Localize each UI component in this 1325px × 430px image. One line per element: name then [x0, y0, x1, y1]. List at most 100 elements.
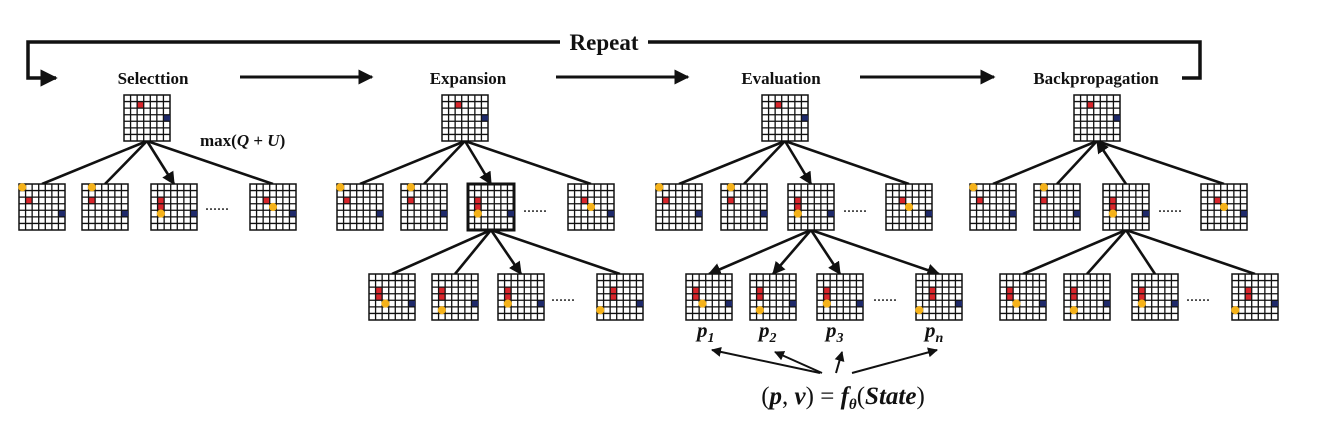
board-frame: [1231, 273, 1279, 321]
navy-stone: [289, 210, 296, 217]
expansion-child-board-2: [400, 183, 448, 231]
policy-label-2: p2: [757, 318, 777, 346]
navy-stone: [58, 210, 65, 217]
navy-stone: [725, 300, 732, 307]
red-stone: [823, 293, 831, 301]
red-stone: [474, 197, 482, 204]
evaluation-child-board-2: [720, 183, 768, 231]
board-gridlines: [1074, 95, 1120, 141]
stage-label-expansion: Expansion: [430, 69, 507, 88]
navy-stone: [856, 300, 863, 307]
stage-labels: Selecttion Expansion Evaluation Backprop…: [118, 69, 1160, 88]
policy-labels: p1 p2 p3 pn: [695, 318, 944, 346]
red-stone: [756, 293, 764, 301]
navy-stone: [440, 210, 447, 217]
board-gridlines: [750, 274, 796, 320]
backprop-grandchild-board-1: [999, 273, 1047, 321]
red-stone: [1070, 287, 1078, 294]
network-formula: (p, v) = fθ(State): [761, 383, 925, 413]
tree-edge-arrow: [707, 228, 812, 276]
tree-edge: [464, 139, 592, 186]
tree-edge-arrow: [810, 228, 941, 277]
repeat-label: Repeat: [570, 30, 639, 55]
board-gridlines: [817, 274, 863, 320]
red-stone: [157, 203, 165, 211]
board-gridlines: [498, 274, 544, 320]
red-stone: [610, 293, 617, 301]
red-stone: [727, 197, 735, 204]
yellow-stone: [1012, 299, 1021, 308]
red-stone: [692, 293, 700, 301]
red-stone: [1245, 287, 1252, 294]
navy-stone: [1073, 210, 1080, 217]
tree-edge: [678, 139, 786, 186]
tree-edge: [992, 139, 1098, 186]
navy-stone: [760, 210, 767, 217]
policy-label-n: pn: [923, 318, 944, 346]
board-frame: [720, 183, 768, 231]
red-stone: [1006, 287, 1014, 294]
red-stone: [976, 197, 984, 204]
navy-stone: [1142, 210, 1149, 217]
yellow-stone: [406, 183, 415, 192]
backprop-grandchild-board-4: [1231, 273, 1279, 321]
board-gridlines: [916, 274, 962, 320]
board-gridlines: [1132, 274, 1178, 320]
yellow-stone: [1069, 306, 1078, 315]
red-stone: [137, 101, 144, 109]
red-stone: [504, 293, 512, 301]
red-stone: [263, 197, 270, 204]
evaluation-grandchild-board-1: [685, 273, 733, 321]
board-frame: [81, 183, 129, 231]
board-gridlines: [1000, 274, 1046, 320]
ellipsis-backprop-level2: ......: [1186, 288, 1210, 305]
selection-formula-plus: +: [249, 131, 267, 150]
evaluation-child-board-3: [787, 183, 835, 231]
ellipsis-backprop-level1: ......: [1158, 199, 1182, 216]
board-gridlines: [82, 184, 128, 230]
yellow-stone: [904, 202, 914, 212]
red-stone: [1070, 293, 1078, 301]
board-frame: [18, 183, 66, 231]
red-stone: [823, 287, 831, 294]
tree-edge: [490, 228, 621, 276]
navy-stone: [471, 300, 478, 307]
evaluation-child-board-1: [655, 183, 703, 231]
tree-edge-arrow: [1095, 139, 1128, 185]
evaluation-child-board-4: [885, 183, 933, 231]
yellow-stone: [969, 183, 978, 192]
board-gridlines: [442, 95, 488, 141]
tree-edge-arrow: [463, 140, 493, 186]
yellow-stone: [1108, 209, 1117, 218]
network-arrow-p2: [774, 351, 823, 374]
tree-edge-arrow: [145, 140, 176, 186]
board-gridlines: [468, 184, 514, 230]
tree-edge: [743, 140, 786, 185]
navy-stone: [1039, 300, 1046, 307]
network-arrows: [711, 346, 938, 374]
network-arrow-p1: [711, 346, 821, 374]
red-stone: [692, 287, 700, 294]
board-frame: [1033, 183, 1081, 231]
selection-formula-q: Q: [237, 131, 249, 150]
stage-label-selection: Selecttion: [118, 69, 189, 88]
board-gridlines: [1103, 184, 1149, 230]
navy-stone: [190, 210, 197, 217]
board-frame: [915, 273, 963, 321]
board-frame: [969, 183, 1017, 231]
red-stone: [1138, 293, 1146, 301]
board-frame: [999, 273, 1047, 321]
red-stone: [581, 197, 588, 204]
navy-stone: [636, 300, 643, 307]
yellow-stone: [915, 306, 924, 315]
red-stone: [929, 293, 936, 301]
evaluation-root-board: [761, 94, 809, 142]
navy-stone: [607, 210, 614, 217]
board-gridlines: [151, 184, 197, 230]
red-stone: [157, 197, 165, 204]
expansion-grandchild-board-1: [368, 273, 416, 321]
red-stone: [1138, 287, 1146, 294]
tree-edge-arrow: [489, 229, 523, 276]
yellow-stone: [503, 299, 512, 308]
